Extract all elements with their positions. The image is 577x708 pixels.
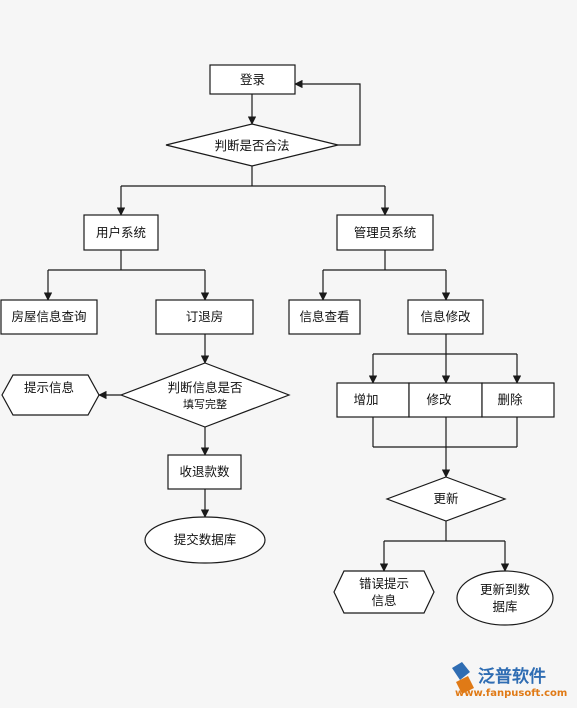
node-update-db-label-1: 更新到数: [480, 582, 531, 597]
node-update: 更新: [385, 476, 507, 522]
node-book-return-label: 订退房: [186, 309, 224, 324]
node-login-label: 登录: [240, 72, 265, 87]
node-info-view-label: 信息查看: [299, 309, 349, 324]
node-update-label: 更新: [433, 491, 458, 506]
fanpu-logo-icon: [452, 662, 474, 694]
node-admin-system-label: 管理员系统: [354, 225, 417, 240]
edge-check-loop-to-login: [294, 79, 361, 146]
node-delete-label: 删除: [497, 392, 523, 407]
node-check-complete-label-2: 填写完整: [183, 397, 227, 411]
node-check-valid-label: 判断是否合法: [214, 138, 289, 153]
node-modify: 修改: [408, 382, 483, 418]
node-house-query: 房屋信息查询: [0, 299, 98, 335]
node-update-db: 更新到数 据库: [456, 570, 554, 626]
node-error-info-label-2: 信息: [371, 593, 396, 608]
node-update-db-label-2: 据库: [492, 599, 517, 614]
brand-url: www.fanpusoft.com: [455, 688, 567, 699]
node-prompt-info-label: 提示信息: [24, 380, 74, 395]
node-check-valid: 判断是否合法: [165, 123, 339, 167]
node-admin-system: 管理员系统: [336, 214, 434, 251]
node-info-view: 信息查看: [288, 299, 361, 335]
node-delete: 删除: [481, 382, 555, 418]
node-check-complete-label-1: 判断信息是否: [167, 380, 242, 395]
node-book-return: 订退房: [155, 299, 254, 335]
node-prompt-info: 提示信息: [1, 374, 100, 416]
node-modify-label: 修改: [426, 392, 452, 407]
node-error-info-label-1: 错误提示: [359, 576, 409, 591]
node-info-modify: 信息修改: [407, 299, 484, 335]
node-submit-db: 提交数据库: [144, 516, 266, 564]
node-info-modify-label: 信息修改: [420, 309, 471, 324]
node-refund-label: 收退款数: [179, 464, 230, 479]
node-user-system-label: 用户系统: [96, 225, 146, 240]
edges: [43, 79, 522, 572]
node-add: 增加: [336, 382, 410, 418]
node-house-query-label: 房屋信息查询: [11, 309, 86, 324]
node-add-label: 增加: [353, 392, 378, 407]
node-submit-db-label: 提交数据库: [174, 532, 237, 547]
node-error-info: 错误提示 信息: [333, 570, 435, 614]
node-check-complete: 判断信息是否 填写完整: [119, 362, 291, 428]
brand-watermark: 泛普软件 www.fanpusoft.com: [452, 662, 567, 699]
node-refund: 收退款数: [167, 454, 242, 490]
brand-name: 泛普软件: [478, 666, 546, 687]
node-user-system: 用户系统: [83, 214, 159, 251]
node-login: 登录: [209, 64, 296, 95]
